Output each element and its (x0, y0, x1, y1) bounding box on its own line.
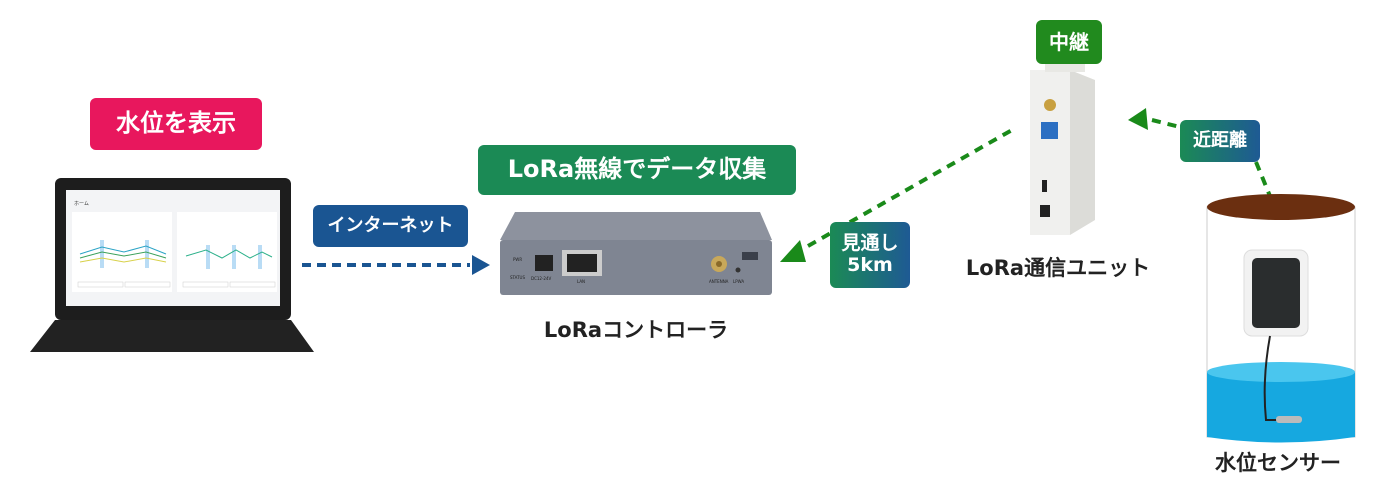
controller-caption: LoRaコントローラ (543, 318, 729, 342)
laptop (30, 178, 314, 352)
lora-collection-label: LoRa無線でデータ収集 (478, 145, 796, 195)
power-port-label: DC12-24V (531, 276, 552, 281)
distance-text: 5km (847, 254, 893, 276)
antenna-port-label: ANTENNA (709, 279, 729, 284)
line-of-sight-label: 見通し 5km (830, 222, 910, 288)
arrow-right-icon (472, 255, 490, 275)
line-of-sight-text: 見通し (841, 232, 899, 255)
display-water-level-label: 水位を表示 (90, 98, 262, 150)
screen-title: ホーム (74, 201, 89, 207)
lora-controller (500, 212, 772, 295)
water-tank (1206, 194, 1356, 443)
arrow-left-icon (780, 240, 806, 262)
pwr-port-label: PWR (513, 257, 523, 262)
short-range-label: 近距離 (1180, 120, 1260, 162)
relay-label: 中継 (1036, 20, 1102, 64)
lan-port-label: LAN (577, 279, 586, 284)
lora-unit (1030, 60, 1095, 235)
lpwa-port-label: LPWA (733, 279, 745, 284)
sensor-caption: 水位センサー (1215, 451, 1341, 475)
status-port-label: STATUS (510, 275, 526, 280)
short-link-1 (1151, 118, 1181, 129)
internet-label: インターネット (313, 205, 468, 247)
arrow-left-icon (1128, 108, 1148, 130)
unit-caption: LoRa通信ユニット (965, 256, 1151, 280)
